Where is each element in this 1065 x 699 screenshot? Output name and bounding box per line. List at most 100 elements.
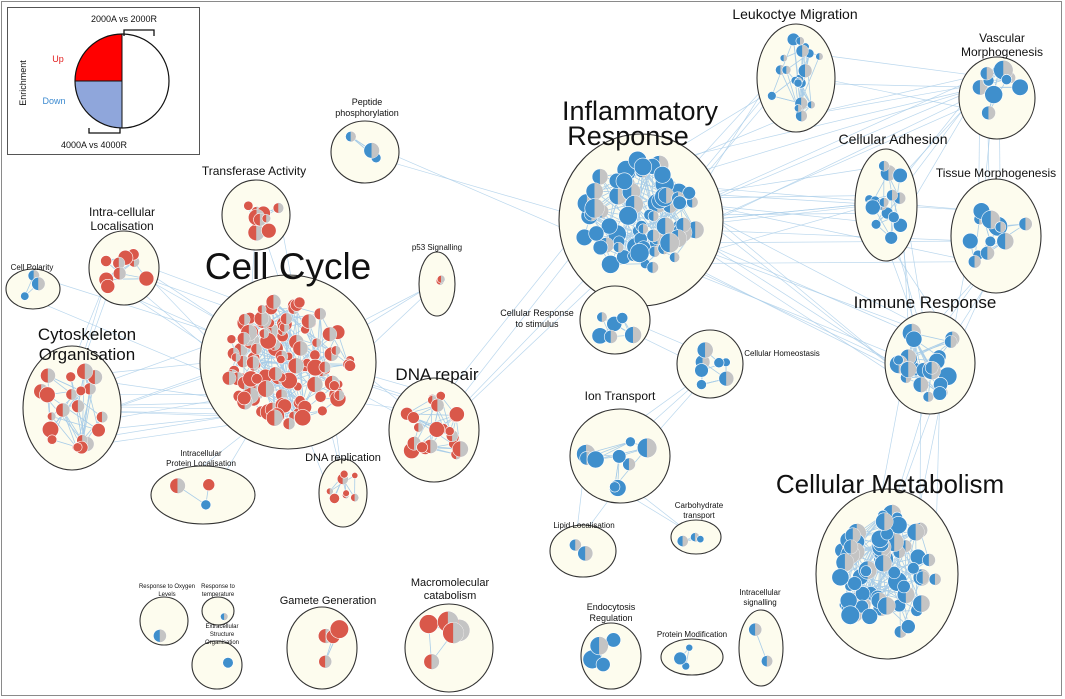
node-half-grey <box>652 261 659 274</box>
gene-set-node <box>637 223 649 235</box>
legend-top-bracket <box>123 29 155 36</box>
enrichment-legend: 2000A vs 2000R Enrichment Up Down 4000A … <box>7 7 200 155</box>
node-half-grey <box>908 349 917 366</box>
label-leukoctye-migration: Leukoctye Migration <box>732 6 857 22</box>
node-circle <box>625 436 636 448</box>
gene-set-node <box>694 363 709 378</box>
node-half-grey <box>599 636 609 655</box>
gene-set-node <box>600 217 618 235</box>
gene-set-node <box>793 104 803 113</box>
label-macro-line1: Macromolecular <box>411 577 490 589</box>
node-half-grey <box>653 229 660 242</box>
label-tissue-morphogenesis: Tissue Morphogenesis <box>936 166 1056 180</box>
node-half-grey <box>674 252 680 263</box>
node-half-grey <box>229 371 236 386</box>
node-circle <box>416 441 428 454</box>
node-half-grey <box>1025 217 1033 231</box>
gene-set-node <box>311 337 322 348</box>
node-half-grey <box>705 342 713 358</box>
node-circle <box>329 380 340 391</box>
internal-edge <box>882 563 909 627</box>
gene-set-node <box>276 354 286 365</box>
node-circle <box>222 657 234 669</box>
node-half-grey <box>235 352 241 362</box>
gene-set-node <box>884 231 898 245</box>
bundle-edge <box>692 201 975 263</box>
label-temp-line1: Response to <box>201 584 235 590</box>
gene-set-node <box>261 213 271 223</box>
node-half-grey <box>726 371 734 387</box>
label-ipl-line1: Intracellular <box>180 449 222 458</box>
node-circle <box>418 614 439 634</box>
node-half-grey <box>802 44 809 58</box>
gene-set-node <box>624 326 642 344</box>
gene-set-node <box>40 367 56 384</box>
node-circle <box>984 85 1003 104</box>
cluster-15 <box>950 178 1042 294</box>
node-circle <box>91 423 106 438</box>
node-half-grey <box>669 233 680 253</box>
node-half-grey <box>618 242 624 253</box>
gene-set-node <box>912 594 931 613</box>
node-circle <box>339 469 349 479</box>
node-half-grey <box>278 202 284 214</box>
node-half-grey <box>852 527 861 544</box>
cluster-17 <box>579 285 651 355</box>
node-half-grey <box>431 654 440 670</box>
node-half-grey <box>886 597 896 615</box>
cluster-8 <box>5 268 61 310</box>
node-half-grey <box>314 376 323 393</box>
gene-set-node <box>994 221 1007 233</box>
node-half-grey <box>300 340 308 356</box>
node-half-grey <box>921 595 930 613</box>
node-circle <box>329 492 340 504</box>
gene-set-node <box>345 131 357 143</box>
cluster-14 <box>854 148 918 262</box>
gene-set-node <box>646 229 660 243</box>
node-circle <box>20 291 30 301</box>
label-intracellular-line1: Intra-cellular <box>89 205 155 219</box>
node-circle <box>901 619 916 634</box>
node-half-grey <box>224 613 228 621</box>
node-half-grey <box>594 198 605 219</box>
label-immune-response: Immune Response <box>854 293 997 312</box>
gene-set-node <box>344 359 356 372</box>
node-half-grey <box>295 357 304 374</box>
node-half-grey <box>284 322 290 333</box>
node-circle <box>342 489 350 497</box>
label-cell-polarity: Cell Polarity <box>11 263 54 272</box>
gene-set-node <box>318 654 332 669</box>
node-circle <box>870 219 882 230</box>
internal-edge <box>304 329 351 367</box>
node-half-grey <box>460 441 469 457</box>
gene-set-node <box>861 608 878 625</box>
label-cellular-metabolism: Cellular Metabolism <box>776 469 1004 499</box>
gene-set-node <box>448 406 465 423</box>
node-circle <box>884 231 898 245</box>
gene-set-node <box>100 255 112 267</box>
node-half-grey <box>755 623 762 637</box>
node-circle <box>609 481 621 493</box>
gene-set-node <box>246 355 260 370</box>
node-circle <box>887 211 900 223</box>
cluster-ellipse <box>191 640 243 690</box>
node-half-grey <box>354 493 359 502</box>
node-circle <box>39 386 56 403</box>
gene-set-node <box>877 596 896 616</box>
node-half-grey <box>643 223 649 234</box>
node-half-grey <box>350 131 356 142</box>
node-circle <box>444 426 455 436</box>
gene-set-node <box>202 478 216 492</box>
node-half-grey <box>265 380 275 398</box>
gene-set-node <box>351 472 359 479</box>
gene-set-node <box>407 411 420 424</box>
gene-set-node <box>609 481 621 493</box>
node-half-grey <box>894 532 904 552</box>
gene-set-node <box>39 386 56 403</box>
gene-set-node <box>831 568 850 587</box>
node-half-grey <box>71 388 77 400</box>
